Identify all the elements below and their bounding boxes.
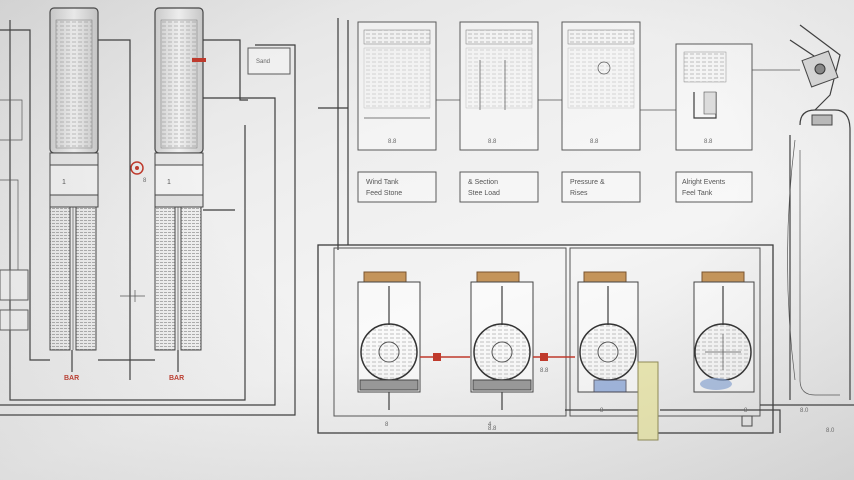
yellow-separator-column — [637, 361, 659, 441]
red-marker-label: 8 — [143, 178, 147, 184]
column-2-mid-number: 1 — [167, 179, 171, 186]
top-panel-4: 8.8 Alright Events Feel Tank — [675, 43, 753, 203]
process-unit-2: 4 — [470, 271, 534, 428]
red-flow-arrows: 8.8 8.0 — [420, 353, 809, 414]
process-unit-4: 8 — [693, 271, 755, 427]
unit-2-label: 4 — [488, 422, 492, 428]
bottom-mid-mark: 8.8 — [488, 426, 497, 432]
unit-1-label: 8 — [385, 422, 389, 428]
panel-3-caption-2: Rises — [570, 190, 588, 197]
panel-3-inner: 8.8 — [590, 139, 599, 145]
panel-2-caption-2: Stee Load — [468, 190, 500, 197]
bottom-mark: 8.0 — [826, 428, 835, 434]
panel-1-caption-2: Feed Stone — [366, 190, 402, 197]
bottom-process-frame — [317, 244, 854, 434]
process-unit-3: 8 — [577, 271, 639, 414]
panel-3-caption-1: Pressure & — [570, 179, 605, 186]
flow-label-1: 8.8 — [540, 368, 549, 374]
unit-3-label: 8 — [600, 408, 604, 414]
panel-2-inner: 8.8 — [488, 139, 497, 145]
panel-4-caption-1: Alright Events — [682, 179, 726, 186]
panel-4-inner: 8.8 — [704, 139, 713, 145]
column-1-mid-number: 1 — [62, 179, 66, 186]
sand-label: Sand — [256, 59, 270, 65]
top-panel-2: 8.8 & Section Stee Load — [459, 21, 539, 203]
top-piping — [318, 18, 800, 250]
top-panel-3: 8.8 Pressure & Rises — [561, 21, 641, 203]
column-1-bottom-label: BAR — [64, 375, 79, 382]
sand-label-box: Sand — [247, 47, 291, 75]
right-tower — [787, 24, 851, 400]
panel-1-inner: 8.8 — [388, 139, 397, 145]
panel-1-caption-1: Wind Tank — [366, 179, 399, 186]
left-column-2: 1 BAR — [154, 7, 206, 382]
flow-label-2: 8.0 — [800, 408, 809, 414]
process-unit-1: 8 — [357, 271, 421, 428]
top-panel-1: 8.8 Wind Tank Feed Stone — [357, 21, 437, 203]
unit-4-label: 8 — [744, 408, 748, 414]
panel-4-caption-2: Feel Tank — [682, 190, 713, 197]
panel-2-caption-1: & Section — [468, 179, 498, 186]
left-column-1: 1 BAR — [49, 7, 99, 382]
left-piping — [0, 20, 296, 416]
column-2-bottom-label: BAR — [169, 375, 184, 382]
red-gauge-marker: 8 — [130, 161, 147, 184]
